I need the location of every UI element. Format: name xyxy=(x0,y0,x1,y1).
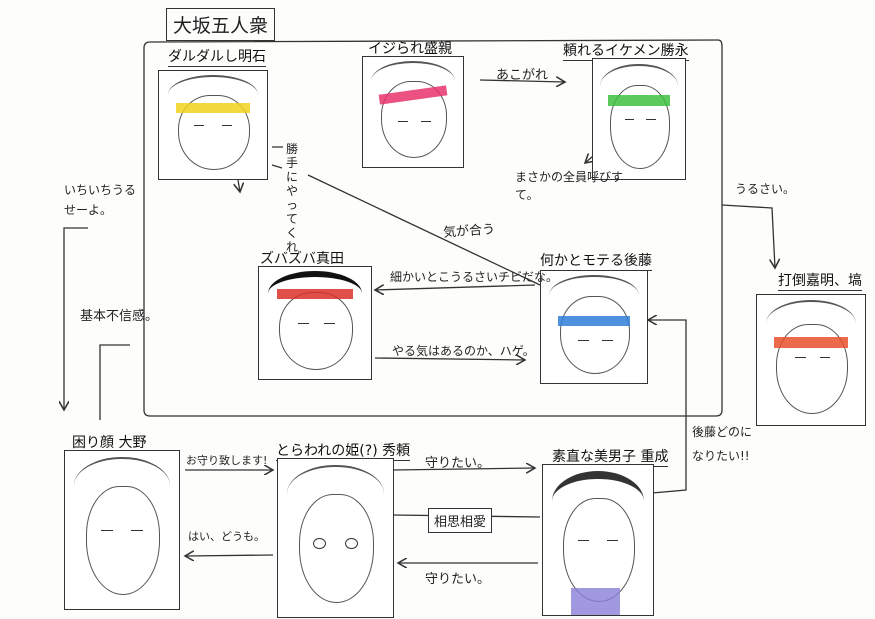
label-haidoumo: はい、どうも。 xyxy=(188,530,265,543)
label-gotodono: 後藤どのになりたい!! xyxy=(692,425,753,463)
label-fushin: 基本不信感。 xyxy=(80,309,159,324)
label-mamoritai-2: 守りたい。 xyxy=(425,572,491,587)
label-akogare: あこがれ xyxy=(496,68,549,83)
name-akashi: ダルダルし明石 xyxy=(168,46,266,67)
portrait-sanada xyxy=(258,266,372,380)
group-title: 大坂五人衆 xyxy=(166,8,276,41)
group-frame xyxy=(143,39,723,417)
arrow-fushin xyxy=(99,344,130,420)
label-mamoritai-1: 守りたい。 xyxy=(425,456,491,471)
label-omamori: お守り致します! xyxy=(186,454,268,467)
portrait-goto xyxy=(540,270,648,384)
label-katte: 勝手にやってくれ xyxy=(286,142,299,254)
arrow-ichiichi xyxy=(64,227,88,410)
label-yaruki: やる気はあるのか、ハゲ。 xyxy=(392,344,535,358)
arrow-yaruki xyxy=(374,358,525,360)
label-urusai: うるさい。 xyxy=(735,182,796,196)
label-soushi-souai: 相思相愛 xyxy=(428,508,493,533)
portrait-akashi xyxy=(158,70,268,180)
portrait-ono xyxy=(64,450,180,610)
portrait-ban xyxy=(756,294,866,426)
portrait-katsunaga xyxy=(592,58,686,180)
portrait-morichika xyxy=(362,56,464,168)
label-ichiichi: いちいちうるせーよ。 xyxy=(64,183,137,217)
name-ban: 打倒嘉明、塙 xyxy=(778,270,862,291)
label-komakai: 細かいとこうるさいチビだな。 xyxy=(390,270,559,284)
arrow-urusai xyxy=(721,204,775,268)
arrow-akogare xyxy=(479,80,565,82)
arrow-gotodono xyxy=(648,320,687,494)
portrait-shigenari xyxy=(542,464,654,616)
line-kigaau xyxy=(307,174,541,286)
arrow-haidoumo xyxy=(185,555,274,556)
arrow-mamoritai1 xyxy=(392,468,535,470)
label-masaka: まさかの全員呼びすて。 xyxy=(515,170,624,202)
arrow-komakai xyxy=(375,284,536,290)
label-kigaau: 気が合う xyxy=(442,222,496,241)
portrait-hideyori xyxy=(277,458,394,618)
